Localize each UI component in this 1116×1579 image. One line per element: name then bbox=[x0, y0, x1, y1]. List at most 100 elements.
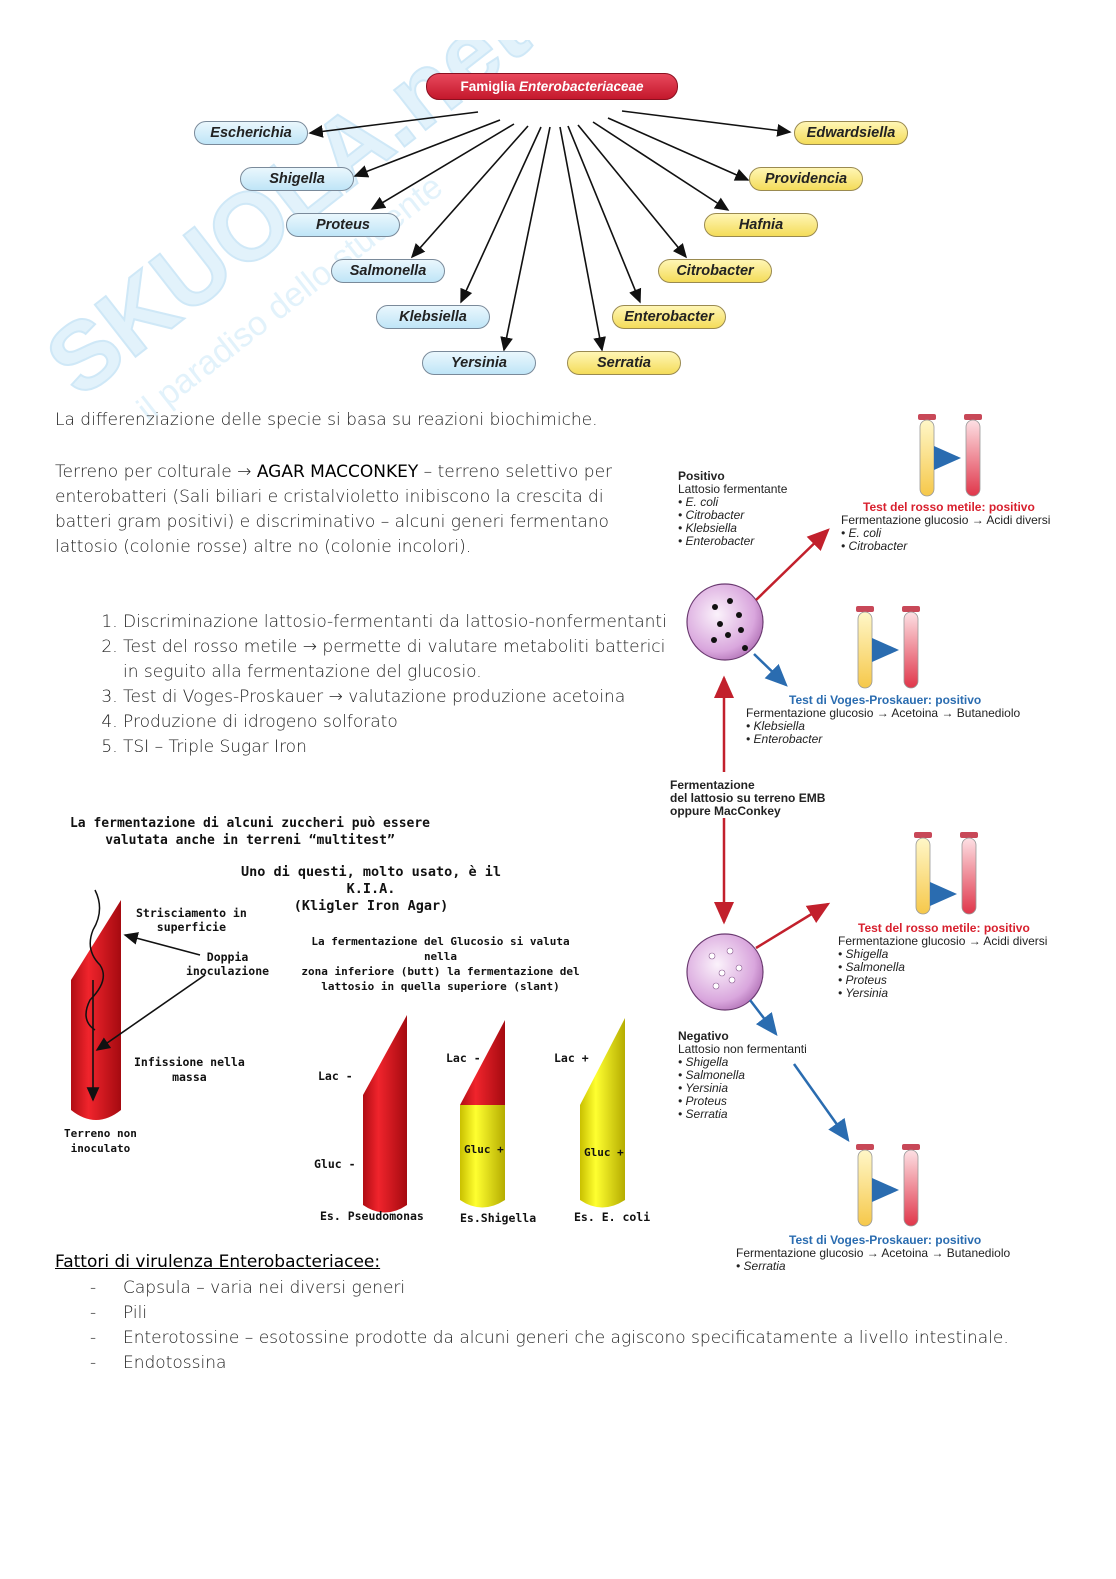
label-lac-plus: Lac + bbox=[554, 1051, 589, 1065]
list-item: Yersinia bbox=[845, 986, 889, 1000]
tubes-voges-1 bbox=[856, 606, 920, 689]
label-infissione-2: massa bbox=[172, 1070, 207, 1084]
family-title-prefix: Famiglia bbox=[460, 79, 519, 94]
genus-salmonella: Salmonella bbox=[331, 259, 445, 283]
label-gluc-plus-1: Gluc + bbox=[464, 1143, 504, 1156]
label-infissione-1: Infissione nella bbox=[134, 1055, 245, 1069]
kia-line1: La fermentazione di alcuni zuccheri può … bbox=[69, 816, 431, 831]
virulenza-title: Fattori di virulenza Enterobacteriacee: bbox=[55, 1252, 381, 1272]
positivo-block: Positivo Lattosio fermentante • E. coli … bbox=[678, 470, 848, 548]
list-item: Proteus bbox=[845, 973, 887, 987]
kia-line2: valutata anche in terreni “multitest” bbox=[105, 833, 395, 848]
list-item: Discriminazione lattosio-fermentanti da … bbox=[123, 610, 683, 635]
tubes-rosso-metile-1 bbox=[918, 414, 982, 497]
label-gluc-minus: Gluc - bbox=[314, 1157, 356, 1171]
glucosio-note: La fermentazione del Glucosio si valuta … bbox=[298, 934, 583, 994]
label-doppia-1: Doppia bbox=[206, 950, 249, 964]
virulenza-list: Capsula – varia nei diversi generi Pili … bbox=[88, 1276, 1088, 1376]
list-item: Yersinia bbox=[685, 1081, 729, 1095]
intro-paragraph: La differenziazione delle specie si basa… bbox=[55, 410, 598, 430]
voges-1-block: Test di Voges-Proskauer: positivo Fermen… bbox=[746, 694, 1056, 746]
label-gluc-plus-2: Gluc + bbox=[584, 1146, 624, 1159]
glucosio-line3: lattosio in quella superiore (slant) bbox=[321, 980, 560, 993]
list-item: Salmonella bbox=[685, 1068, 745, 1082]
genus-klebsiella: Klebsiella bbox=[376, 305, 490, 329]
genus-providencia: Providencia bbox=[749, 167, 863, 191]
ferm-line2: del lattosio su terreno EMB bbox=[670, 791, 826, 805]
list-item: E. coli bbox=[685, 495, 719, 509]
vp1-title: Test di Voges-Proskauer: positivo bbox=[789, 693, 982, 707]
list-item: Test del rosso metile → permette di valu… bbox=[123, 635, 683, 685]
genera-arrows bbox=[308, 110, 792, 352]
list-item: Serratia bbox=[743, 1259, 786, 1273]
label-doppia-2: inoculazione bbox=[186, 964, 270, 978]
list-item: Proteus bbox=[685, 1094, 727, 1108]
lactose-flow-illustration bbox=[686, 414, 982, 1227]
list-item: Shigella bbox=[685, 1055, 729, 1069]
glucosio-line1: La fermentazione del Glucosio si valuta … bbox=[311, 935, 570, 963]
ferm-line1: Fermentazione bbox=[670, 778, 755, 792]
negativo-title: Negativo bbox=[678, 1029, 729, 1043]
list-item: E. coli bbox=[848, 526, 882, 540]
negativo-sub: Lattosio non fermentanti bbox=[678, 1042, 807, 1056]
list-item: Shigella bbox=[845, 947, 889, 961]
positivo-list: • E. coli • Citrobacter • Klebsiella • E… bbox=[678, 495, 755, 548]
rm1-title: Test del rosso metile: positivo bbox=[863, 500, 1035, 514]
example-pseudomonas: Es. Pseudomonas bbox=[320, 1209, 424, 1223]
list-item: TSI – Triple Sugar Iron bbox=[123, 735, 683, 760]
ferm-line3: oppure MacConkey bbox=[670, 804, 781, 818]
genus-serratia: Serratia bbox=[567, 351, 681, 375]
genus-yersinia: Yersinia bbox=[422, 351, 536, 375]
list-item: Produzione di idrogeno solforato bbox=[123, 710, 683, 735]
list-item: Salmonella bbox=[845, 960, 905, 974]
test-list: Discriminazione lattosio-fermentanti da … bbox=[88, 610, 683, 760]
list-item: Pili bbox=[88, 1301, 1088, 1326]
example-shigella: Es.Shigella bbox=[460, 1211, 537, 1225]
list-item: Citrobacter bbox=[685, 508, 745, 522]
kia-line3: Uno di questi, molto usato, è il K.I.A. bbox=[240, 864, 502, 897]
list-item: Capsula – varia nei diversi generi bbox=[88, 1276, 1088, 1301]
kia-title: Uno di questi, molto usato, è il K.I.A. … bbox=[226, 864, 516, 915]
positivo-title: Positivo bbox=[678, 469, 725, 483]
label-lac-minus-2: Lac - bbox=[446, 1051, 481, 1065]
terreno-paragraph: Terreno per colturale → AGAR MACCONKEY –… bbox=[55, 460, 650, 560]
label-strisciamento-2: superficie bbox=[156, 920, 227, 934]
vp1-sub: Fermentazione glucosio → Acetoina → Buta… bbox=[746, 706, 1021, 720]
label-non-inoculato-2: inoculato bbox=[70, 1142, 131, 1155]
rosso-metile-1-block: Test del rosso metile: positivo Fermenta… bbox=[841, 501, 1111, 553]
rosso-metile-2-block: Test del rosso metile: positivo Fermenta… bbox=[838, 922, 1108, 1000]
label-infissione: Infissione nella massa bbox=[134, 1055, 245, 1085]
label-strisciamento: Strisciamento in superficie bbox=[136, 906, 247, 934]
list-item: Test di Voges-Proskauer → valutazione pr… bbox=[123, 685, 683, 710]
vp2-sub: Fermentazione glucosio → Acetoina → Buta… bbox=[736, 1246, 1011, 1260]
family-title-italic: Enterobacteriaceae bbox=[518, 79, 644, 94]
label-strisciamento-1: Strisciamento in bbox=[136, 906, 247, 920]
list-item: Klebsiella bbox=[685, 521, 737, 535]
example-ecoli: Es. E. coli bbox=[574, 1210, 651, 1224]
list-item: Klebsiella bbox=[753, 719, 805, 733]
arrow-icon: → bbox=[237, 462, 252, 482]
genus-shigella: Shigella bbox=[240, 167, 354, 191]
genus-proteus: Proteus bbox=[286, 213, 400, 237]
fermentazione-label: Fermentazione del lattosio su terreno EM… bbox=[670, 779, 860, 818]
genus-edwardsiella: Edwardsiella bbox=[794, 121, 908, 145]
label-lac-minus-1: Lac - bbox=[318, 1069, 353, 1083]
rm2-sub: Fermentazione glucosio → Acidi diversi bbox=[838, 934, 1048, 948]
list-item: Citrobacter bbox=[848, 539, 908, 553]
label-non-inoculato: Terreno non inoculato bbox=[64, 1126, 137, 1156]
glucosio-line2: zona inferiore (butt) la fermentazione d… bbox=[301, 965, 580, 978]
rm2-title: Test del rosso metile: positivo bbox=[858, 921, 1030, 935]
label-doppia: Doppia inoculazione bbox=[186, 950, 269, 978]
list-item: Serratia bbox=[685, 1107, 728, 1121]
tubes-voges-2 bbox=[856, 1144, 920, 1227]
kia-line4: (Kligler Iron Agar) bbox=[293, 898, 449, 914]
negativo-block: Negativo Lattosio non fermentanti • Shig… bbox=[678, 1030, 848, 1121]
terreno-prefix: Terreno per colturale bbox=[55, 462, 238, 482]
rm1-sub: Fermentazione glucosio → Acidi diversi bbox=[841, 513, 1051, 527]
vp2-title: Test di Voges-Proskauer: positivo bbox=[789, 1233, 982, 1247]
genus-escherichia: Escherichia bbox=[194, 121, 308, 145]
kia-intro: La fermentazione di alcuni zuccheri può … bbox=[60, 815, 440, 849]
family-title-pill: Famiglia Enterobacteriaceae bbox=[426, 73, 678, 100]
genus-hafnia: Hafnia bbox=[704, 213, 818, 237]
list-item: Endotossina bbox=[88, 1351, 1088, 1376]
